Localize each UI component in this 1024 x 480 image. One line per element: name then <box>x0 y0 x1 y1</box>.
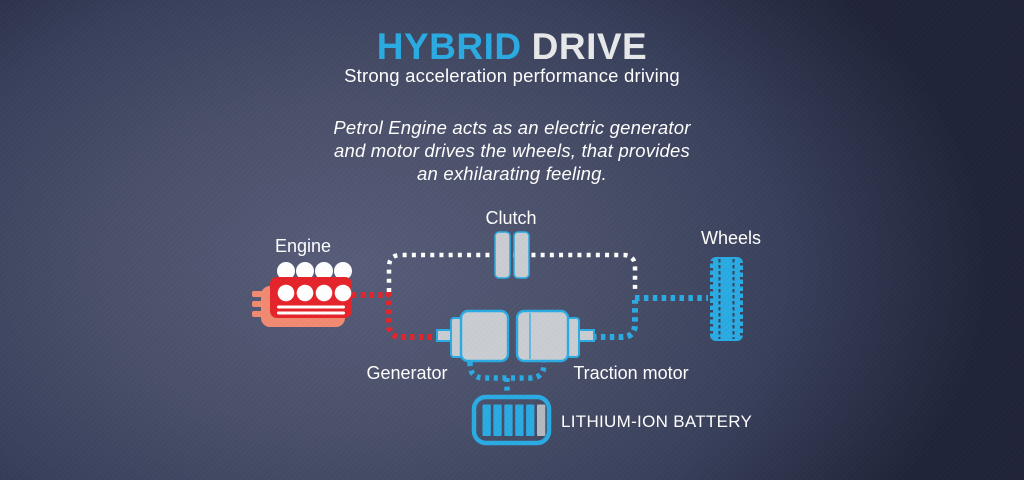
engine-label: Engine <box>274 236 332 256</box>
traction-motor-icon <box>515 309 595 363</box>
wheels-label: Wheels <box>700 228 762 248</box>
clutch-loop-link <box>386 252 638 292</box>
clutch-label: Clutch <box>485 208 537 228</box>
motors-to-battery-link <box>467 362 547 396</box>
battery-icon <box>471 394 552 446</box>
wheels-icon <box>710 257 743 341</box>
description-line-2: and motor drives the wheels, that provid… <box>334 140 690 161</box>
title-hybrid: HYBRID <box>376 26 522 67</box>
engine-icon <box>252 262 352 327</box>
traction-motor-to-wheels-link <box>592 295 708 340</box>
subtitle: Strong acceleration performance driving <box>344 65 680 86</box>
generator-icon <box>436 309 510 363</box>
description-line-3: an exhilarating feeling. <box>417 163 607 184</box>
engine-to-generator-link <box>352 292 436 340</box>
description-line-1: Petrol Engine acts as an electric genera… <box>333 117 691 138</box>
clutch-icon <box>494 231 530 279</box>
battery-label: LITHIUM-ION BATTERY <box>561 412 753 431</box>
title-drive: DRIVE <box>531 26 648 67</box>
description: Petrol Engine acts as an electric genera… <box>0 116 1024 185</box>
generator-label: Generator <box>366 363 448 383</box>
traction-motor-label: Traction motor <box>573 363 689 383</box>
